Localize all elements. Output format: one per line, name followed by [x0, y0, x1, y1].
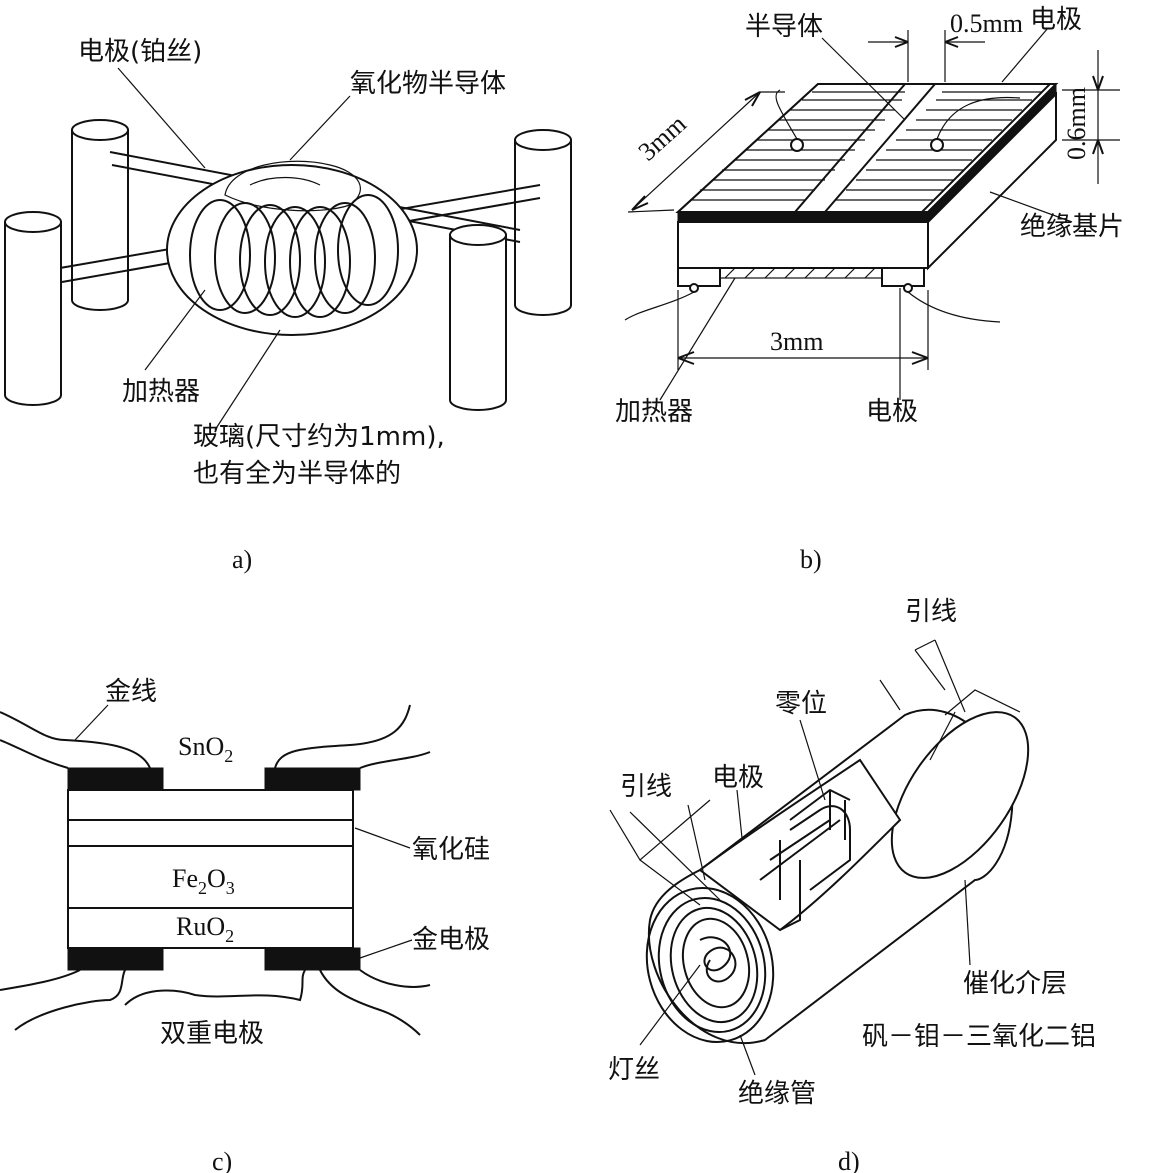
heater-coil: [189, 194, 399, 318]
label-electrode-platinum: 电极(铂丝): [78, 37, 202, 67]
gold-wire-top-left: [0, 711, 151, 769]
label-gold-electrode: 金电极: [412, 925, 490, 955]
label-glass-line2: 也有全为半导体的: [193, 459, 401, 489]
label-lead-top: 引线: [905, 597, 957, 627]
cylinder-back-end: [890, 711, 1030, 879]
label-thickness: 0.6mm: [1062, 87, 1091, 160]
caption-a: a): [232, 545, 252, 574]
leader-oxide-a: [289, 95, 351, 161]
layer-silicon-oxide-2: [67, 819, 354, 847]
label-semiconductor: 半导体: [745, 12, 823, 42]
label-silicon-oxide: 氧化硅: [412, 835, 490, 865]
label-heater-a: 加热器: [122, 377, 200, 407]
dim-thickness-0-6mm: [1062, 50, 1120, 184]
label-filament: 灯丝: [608, 1055, 660, 1085]
label-electrode-d: 电极: [712, 763, 764, 793]
layer-ruo2: [67, 907, 354, 949]
gold-electrode-bottom-left: [67, 947, 164, 971]
layer-fe2o3: [67, 845, 354, 909]
label-electrode-top: 电极: [1030, 5, 1082, 35]
gold-electrode-bottom-right: [264, 947, 361, 971]
dim-gap-0-5mm: [868, 30, 985, 82]
gold-wire-bottom-right: [319, 969, 431, 1036]
filament-coil: [699, 936, 737, 983]
substrate-front: [677, 221, 929, 269]
label-double-electrode: 双重电极: [160, 1019, 264, 1049]
gold-wire-top-right: [274, 704, 431, 769]
label-heater-b: 加热器: [615, 397, 693, 427]
label-catalyst-material: 矾－钼－三氧化二铝: [862, 1022, 1096, 1052]
label-oxide-semiconductor: 氧化物半导体: [350, 69, 506, 99]
pillar-back-left: [71, 119, 129, 311]
pillar-front-left: [4, 211, 62, 406]
label-gold-wire: 金线: [105, 677, 157, 707]
label-sno2: SnO2: [178, 732, 233, 766]
label-fe2o3: Fe2O3: [172, 864, 235, 898]
inner-cutaway: [759, 788, 851, 931]
label-glass-line1: 玻璃(尺寸约为1mm),: [193, 422, 445, 452]
glass-bead: [166, 164, 418, 336]
layer-top-silicon-oxide: [67, 789, 354, 821]
gold-wire-bottom-left: [0, 969, 306, 1031]
front-rings: [645, 886, 775, 1044]
substrate-side: [927, 91, 1057, 271]
label-catalyst-layer: 催化介层: [963, 969, 1067, 999]
heater-layer: [719, 267, 883, 279]
bottom-electrode-right: [881, 267, 925, 287]
label-ruo2: RuO2: [176, 912, 234, 946]
caption-d: d): [838, 1147, 860, 1173]
gold-electrode-top-right: [264, 767, 361, 791]
panel-c: 金线 SnO2 Fe2O3 RuO2 氧化硅 金电极 双重电极 c): [0, 677, 490, 1173]
label-gap: 0.5mm: [950, 9, 1023, 38]
panel-d: 引线 零位 引线 电极 催化介层 矾－钼－三氧化二铝 灯丝 绝缘管 d): [608, 597, 1096, 1173]
caption-b: b): [800, 545, 822, 574]
panel-b: 半导体 0.5mm 电极 0.6mm 3mm 绝缘基片 3mm 加热器 电极 b…: [615, 5, 1124, 574]
gold-electrode-top-left: [67, 767, 164, 791]
label-insulating-tube: 绝缘管: [738, 1079, 816, 1109]
label-electrode-bottom: 电极: [866, 397, 918, 427]
leader-glass-a: [214, 329, 281, 431]
label-lead-left: 引线: [620, 772, 672, 802]
bottom-electrode-left: [677, 267, 721, 287]
panel-a: 电极(铂丝) 氧化物半导体 加热器 玻璃(尺寸约为1mm), 也有全为半导体的 …: [4, 37, 572, 574]
label-zero-position: 零位: [775, 689, 827, 719]
leader-electrode-a: [117, 67, 206, 169]
label-substrate: 绝缘基片: [1020, 212, 1124, 242]
dim-length-3mm: [631, 91, 761, 211]
pillar-front-right: [449, 224, 507, 411]
caption-c: c): [212, 1147, 232, 1173]
pillar-back-right: [514, 129, 572, 316]
leader-heater-a: [144, 289, 206, 371]
label-length: 3mm: [633, 109, 692, 166]
label-width: 3mm: [770, 327, 823, 356]
